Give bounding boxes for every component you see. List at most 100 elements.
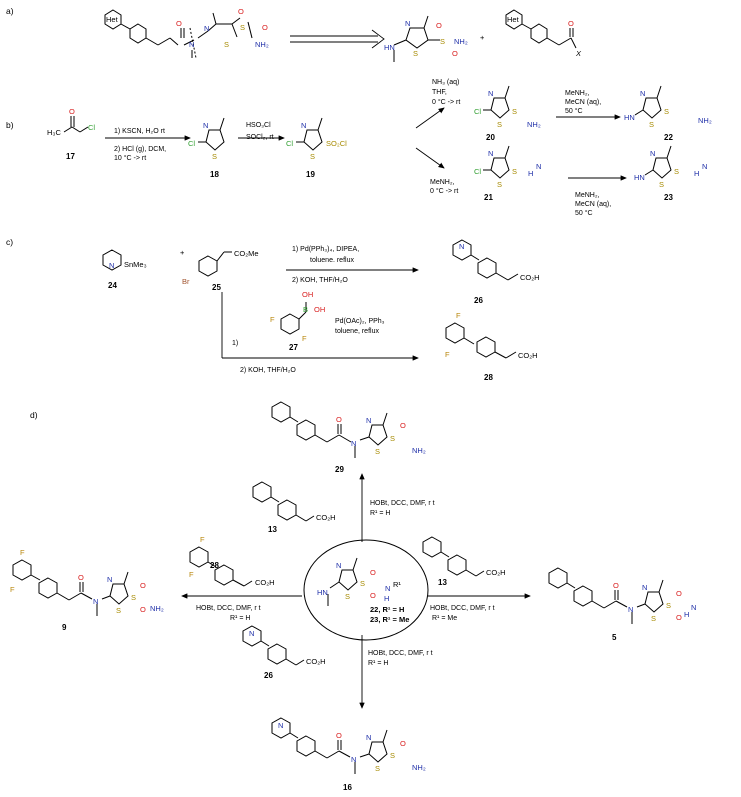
svg-text:S: S	[360, 579, 365, 588]
svg-text:N: N	[702, 162, 707, 171]
plus-sign: +	[480, 33, 485, 42]
svg-text:HN: HN	[634, 173, 645, 182]
acid-13-upper: CO₂H 13	[252, 481, 336, 534]
svg-text:N: N	[385, 584, 390, 593]
compound-29: O N N S S O NH₂ 29	[271, 401, 426, 474]
svg-text:F: F	[200, 535, 205, 544]
svg-text:N: N	[203, 121, 208, 130]
svg-text:R¹ = H: R¹ = H	[370, 510, 390, 517]
svg-text:F: F	[302, 334, 307, 343]
svg-text:R¹: R¹	[393, 580, 401, 589]
svg-text:OH: OH	[314, 305, 325, 314]
svg-text:N: N	[366, 733, 371, 742]
svg-text:F: F	[189, 570, 194, 579]
compound-19: N S Cl SO₂Cl 19	[286, 117, 347, 179]
aminothiazole-fragment: N S S O O NH₂ HN	[384, 15, 468, 62]
svg-text:16: 16	[343, 783, 352, 792]
svg-text:9: 9	[62, 623, 67, 632]
svg-text:CO₂H: CO₂H	[486, 568, 506, 577]
compound-9: F F O N N S S O O NH₂ 9	[10, 548, 164, 632]
svg-text:S: S	[375, 447, 380, 456]
svg-text:N: N	[642, 583, 647, 592]
svg-text:N: N	[691, 603, 696, 612]
svg-text:S: S	[659, 180, 664, 189]
svg-text:N: N	[405, 19, 410, 28]
svg-text:N: N	[488, 149, 493, 158]
svg-text:OH: OH	[302, 290, 313, 299]
svg-text:O: O	[400, 739, 406, 748]
svg-text:N: N	[351, 439, 356, 448]
svg-text:50 °C: 50 °C	[565, 107, 583, 115]
svg-text:O: O	[78, 573, 84, 582]
svg-text:O: O	[676, 589, 682, 598]
svg-text:NH₃ (aq): NH₃ (aq)	[432, 79, 459, 86]
compound-16: N O N N S S O NH₂ 16	[271, 717, 426, 792]
svg-text:MeCN (aq),: MeCN (aq),	[565, 99, 601, 106]
svg-text:Cl: Cl	[88, 123, 95, 132]
svg-text:S: S	[116, 606, 121, 615]
svg-text:28: 28	[210, 561, 219, 570]
svg-text:S: S	[310, 152, 315, 161]
svg-text:O: O	[262, 23, 268, 32]
svg-text:N: N	[628, 605, 633, 614]
svg-text:1) KSCN, H₂O rt: 1) KSCN, H₂O rt	[114, 128, 165, 135]
svg-text:1) Pd(PPh₃)₄, DIPEA,: 1) Pd(PPh₃)₄, DIPEA,	[292, 246, 359, 253]
svg-text:CO₂H: CO₂H	[518, 351, 538, 360]
svg-text:MeCN (aq),: MeCN (aq),	[575, 201, 611, 208]
svg-text:N: N	[249, 629, 254, 638]
svg-text:NH₂: NH₂	[412, 446, 426, 455]
svg-text:S: S	[390, 434, 395, 443]
svg-text:NH₂: NH₂	[255, 40, 269, 49]
svg-text:O: O	[370, 591, 376, 600]
svg-text:NH₂: NH₂	[150, 604, 164, 613]
svg-text:13: 13	[438, 578, 447, 587]
svg-text:SO₂Cl: SO₂Cl	[326, 139, 347, 148]
svg-text:THF,: THF,	[432, 89, 447, 96]
section-b-label: b)	[6, 120, 14, 130]
acyl-fragment: Het O X	[505, 9, 582, 58]
svg-text:H: H	[384, 594, 389, 603]
svg-text:0 °C -> rt: 0 °C -> rt	[430, 187, 458, 195]
svg-text:O: O	[140, 605, 146, 614]
svg-text:R¹ = H: R¹ = H	[230, 615, 250, 622]
compound-21: N S Cl S H N 21	[474, 145, 541, 202]
svg-text:F: F	[445, 350, 450, 359]
svg-text:Cl: Cl	[474, 107, 481, 116]
svg-text:S: S	[440, 37, 445, 46]
svg-text:Het: Het	[106, 15, 119, 24]
svg-text:SOCl₂, rt: SOCl₂, rt	[246, 134, 274, 141]
compound-22: N S HN S NH₂ 22	[624, 85, 712, 142]
svg-text:S: S	[666, 601, 671, 610]
svg-text:MeNH₂,: MeNH₂,	[565, 90, 590, 97]
svg-text:24: 24	[108, 281, 117, 290]
svg-text:N: N	[640, 89, 645, 98]
svg-text:NH₂: NH₂	[698, 116, 712, 125]
acid-13-right: CO₂H 13	[422, 536, 506, 587]
svg-text:CO₂H: CO₂H	[520, 273, 540, 282]
svg-text:S: S	[651, 614, 656, 623]
svg-text:CO₂Me: CO₂Me	[234, 249, 259, 258]
svg-text:50 °C: 50 °C	[575, 209, 593, 217]
compound-20: N S Cl S NH₂ 20	[474, 85, 541, 142]
svg-text:NH₂: NH₂	[412, 763, 426, 772]
svg-text:HN: HN	[317, 588, 328, 597]
svg-text:29: 29	[335, 465, 344, 474]
svg-text:22: 22	[664, 133, 673, 142]
section-c-label: c)	[6, 237, 13, 247]
svg-text:26: 26	[264, 671, 273, 680]
svg-text:N: N	[189, 40, 194, 49]
svg-text:N: N	[301, 121, 306, 130]
svg-text:S: S	[375, 764, 380, 773]
svg-text:H: H	[684, 610, 689, 619]
svg-text:5: 5	[612, 633, 617, 642]
svg-text:26: 26	[474, 296, 483, 305]
svg-text:O: O	[676, 613, 682, 622]
svg-text:S: S	[497, 120, 502, 129]
svg-text:Pd(OAc)₂, PPh₃: Pd(OAc)₂, PPh₃	[335, 318, 385, 325]
central-aminothiazole: N S HN S O O N H R¹ 22, R¹ = H 23, R¹ = …	[303, 539, 429, 641]
svg-text:MeNH₂,: MeNH₂,	[575, 192, 600, 199]
svg-text:F: F	[456, 311, 461, 320]
svg-text:N: N	[488, 89, 493, 98]
svg-text:N: N	[107, 575, 112, 584]
